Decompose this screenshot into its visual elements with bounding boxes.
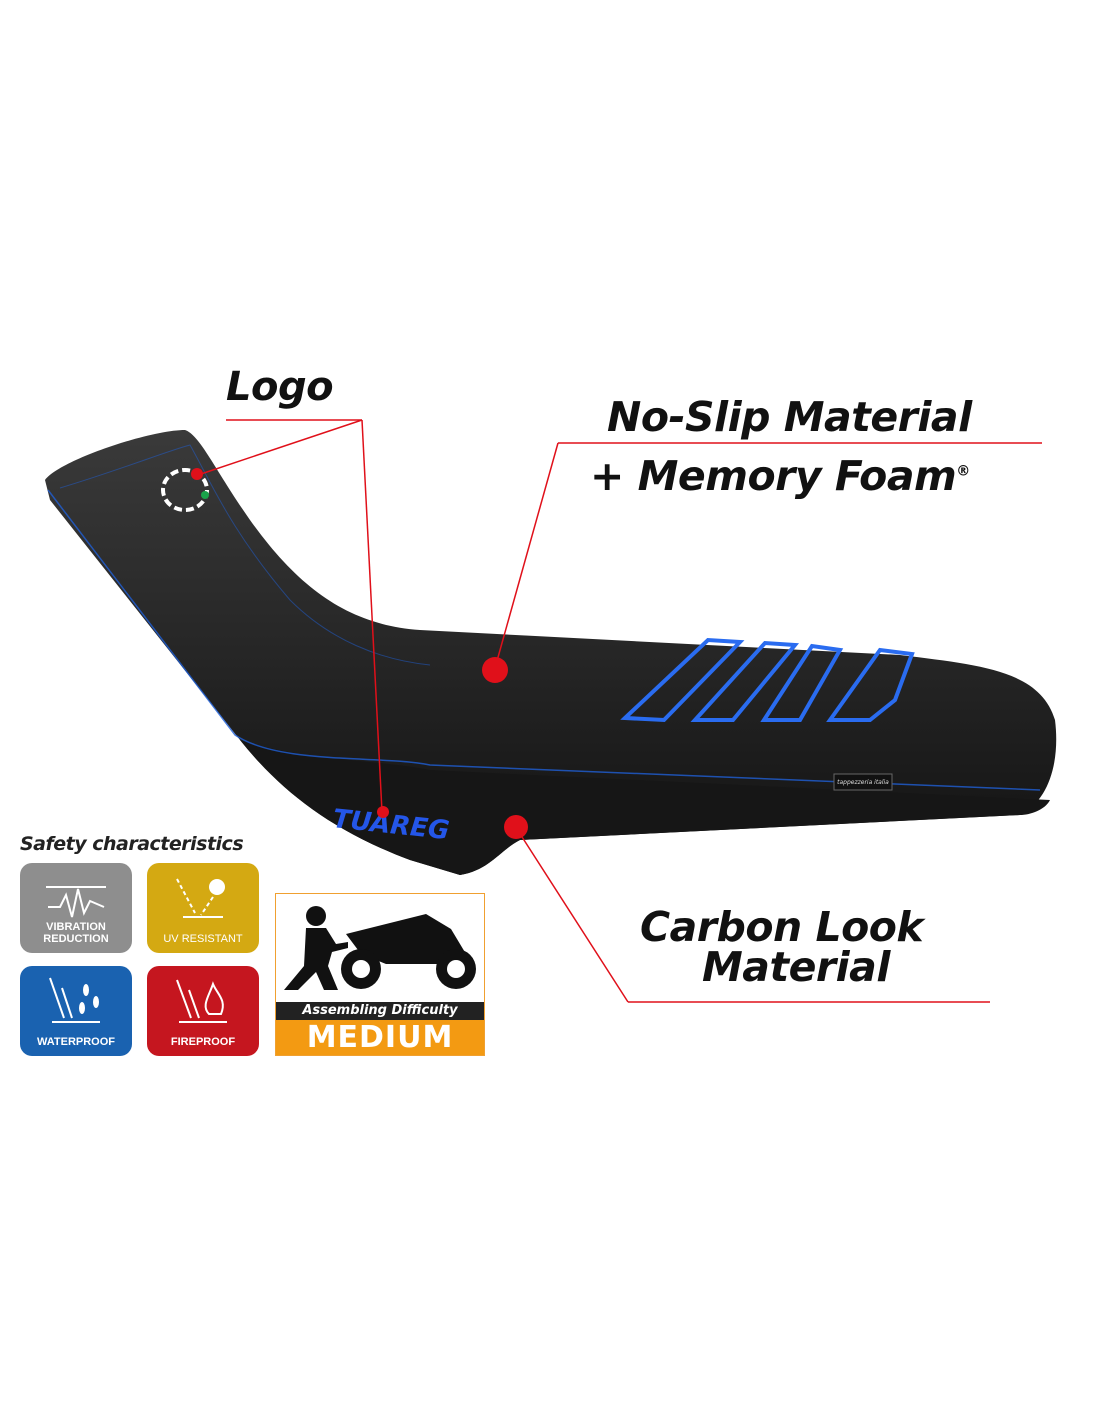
- badge-label: FIREPROOF: [170, 1036, 236, 1048]
- seat-label-tag: [833, 773, 893, 791]
- blue-chevron-pattern: [620, 637, 915, 723]
- registered-mark: ®: [956, 463, 970, 480]
- logo-callout-label: Logo: [226, 364, 334, 410]
- badge-label: WATERPROOF: [36, 1036, 115, 1048]
- badge-uv-resistant: UV RESISTANT: [147, 863, 259, 953]
- badge-waterproof: WATERPROOF: [20, 966, 132, 1056]
- vibration-icon: [46, 886, 106, 918]
- assembling-difficulty-level: MEDIUM: [276, 1020, 484, 1055]
- callout-lines: [194, 419, 1042, 1003]
- carbon-material-callout-label: Material: [702, 943, 890, 991]
- carbon-look-callout-label: Carbon Look: [640, 903, 924, 951]
- badge-label: UV RESISTANT: [163, 933, 243, 945]
- badge-label: REDUCTION: [43, 933, 109, 945]
- seat-side-carbon: [240, 740, 1050, 875]
- seat-stitching: [47, 489, 1041, 791]
- assembling-difficulty-panel: Assembling Difficulty MEDIUM: [275, 893, 485, 1056]
- callout-dots: [191, 468, 528, 839]
- badge-fireproof: FIREPROOF: [147, 966, 259, 1056]
- uv-sun-icon: [176, 878, 225, 918]
- safety-characteristics-title: Safety characteristics: [20, 833, 244, 855]
- brand-logo-icon: [161, 468, 209, 512]
- mechanic-motorcycle-icon: [284, 906, 476, 990]
- badge-label: VIBRATION: [46, 921, 106, 933]
- water-drops-icon: [49, 977, 100, 1023]
- assembling-difficulty-caption: Assembling Difficulty: [276, 1002, 484, 1020]
- no-slip-callout-label: No-Slip Material: [607, 393, 972, 441]
- seat-label-tag-text: tappezzeria italia: [837, 779, 889, 786]
- flame-icon: [176, 979, 227, 1023]
- memory-foam-text: + Memory Foam: [590, 452, 957, 500]
- memory-foam-callout-label: + Memory Foam®: [590, 452, 970, 500]
